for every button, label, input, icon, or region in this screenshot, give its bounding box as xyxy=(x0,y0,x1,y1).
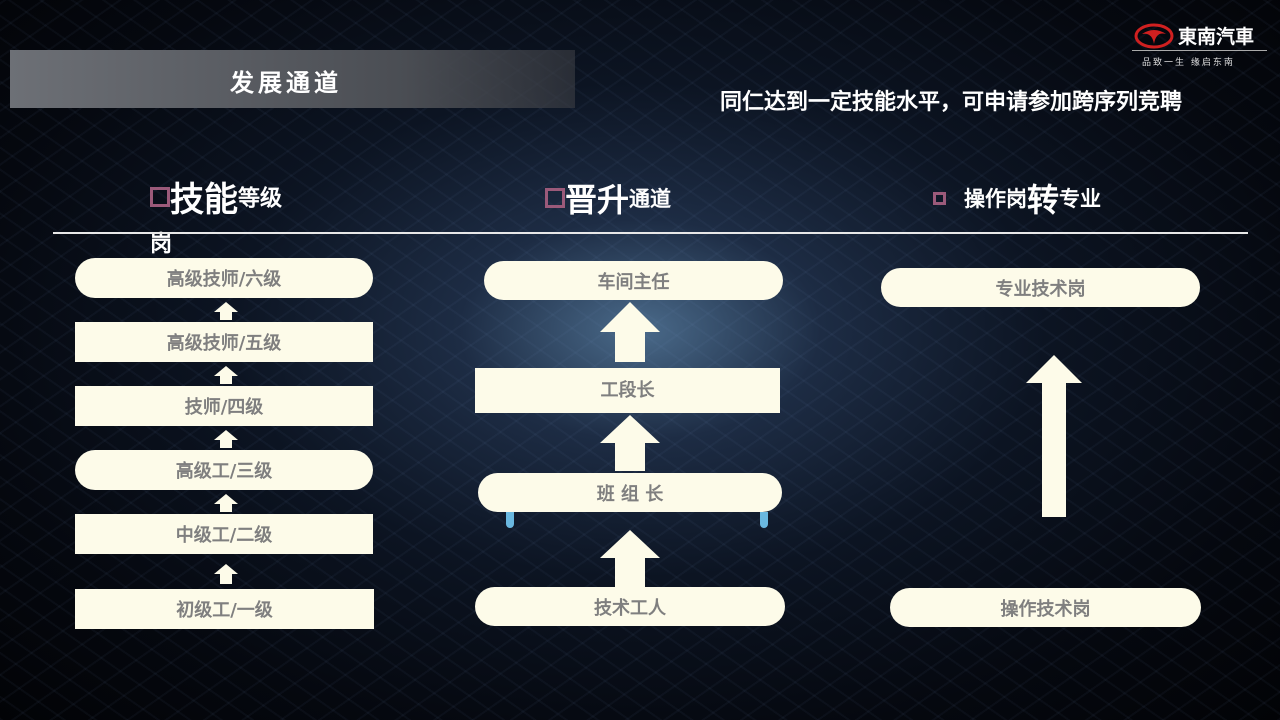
decor-tab xyxy=(506,512,514,528)
level-box: 高级技师/六级 xyxy=(75,258,373,298)
square-bullet-icon xyxy=(545,188,565,208)
promotion-box: 工段长 xyxy=(475,368,780,413)
up-arrow-icon xyxy=(214,430,238,448)
header-small-text: 操作岗 xyxy=(964,187,1027,211)
logo-emblem-icon xyxy=(1134,23,1174,49)
header-big-text: 转 xyxy=(1027,181,1060,219)
up-arrow-icon xyxy=(1026,355,1082,517)
brand-logo: 東南汽車 品致一生 缘启东南 xyxy=(1132,20,1272,70)
header-small-text: 等级 xyxy=(238,186,283,212)
brand-slogan: 品致一生 缘启东南 xyxy=(1142,58,1235,68)
source-position-box: 操作技术岗 xyxy=(890,588,1201,627)
header-small-text: 专业 xyxy=(1059,187,1102,211)
promotion-box: 技术工人 xyxy=(475,587,785,626)
slide-subtitle: 同仁达到一定技能水平，可申请参加跨序列竞聘 xyxy=(720,90,1183,115)
logo-divider xyxy=(1132,50,1267,51)
square-bullet-icon xyxy=(933,191,946,205)
up-arrow-icon xyxy=(214,366,238,384)
header-divider xyxy=(53,232,1248,234)
level-box: 技师/四级 xyxy=(75,386,373,426)
header-small-text: 通道 xyxy=(629,187,672,211)
header-big-text: 晋升 xyxy=(565,181,630,219)
brand-name: 東南汽車 xyxy=(1178,26,1255,48)
target-position-box: 专业技术岗 xyxy=(881,268,1200,307)
promotion-box: 班 组 长 xyxy=(478,473,782,512)
title-bar: 发展通道 xyxy=(10,50,575,108)
up-arrow-icon xyxy=(214,302,238,320)
column-header-transfer: 操作岗转专业 xyxy=(933,175,1101,221)
level-box: 高级技师/五级 xyxy=(75,322,373,362)
promotion-box: 车间主任 xyxy=(484,261,783,300)
level-box: 高级工/三级 xyxy=(75,450,373,490)
up-arrow-icon xyxy=(214,564,238,584)
slide-title: 发展通道 xyxy=(230,69,342,97)
up-arrow-icon xyxy=(214,494,238,512)
column-header-skill: 技能等级 xyxy=(150,172,282,221)
level-box: 中级工/二级 xyxy=(75,514,373,554)
square-bullet-icon xyxy=(150,186,170,207)
column-header-promotion: 晋升通道 xyxy=(545,175,671,221)
up-arrow-icon xyxy=(600,302,660,362)
header-big-text: 技能 xyxy=(170,180,238,220)
level-box: 初级工/一级 xyxy=(75,589,374,629)
header-wrap-text: 岗 xyxy=(150,232,173,257)
up-arrow-icon xyxy=(600,415,660,471)
up-arrow-icon xyxy=(600,530,660,588)
decor-tab xyxy=(760,512,768,528)
